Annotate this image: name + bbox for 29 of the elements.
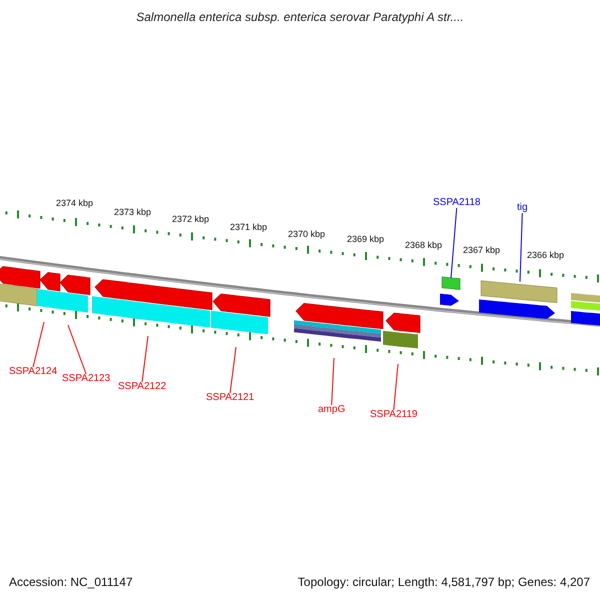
scale-label: 2370 kbp — [288, 230, 326, 239]
gene-bar — [480, 280, 558, 304]
gene-label: SSPA2118 — [433, 198, 480, 208]
scale-label: 2372 kbp — [172, 215, 210, 224]
gene-label: SSPA2122 — [118, 382, 166, 392]
gene-bar — [442, 276, 460, 290]
gene-label: SSPA2123 — [62, 374, 110, 384]
gene-label: ampG — [318, 405, 346, 415]
scale-label: 2374 kbp — [56, 199, 94, 208]
footer-text: Topology: circular; Length: 4,581,797 bp; Genes: 4,207 — [298, 576, 590, 588]
leader-line — [393, 364, 398, 410]
scale-label: 2373 kbp — [114, 208, 152, 217]
scale-label: 2367 kbp — [463, 246, 500, 255]
gene-label: tig — [517, 203, 528, 213]
gene-label: SSPA2121 — [206, 393, 254, 403]
scale-label: 2366 kbp — [527, 251, 564, 260]
leader-line — [520, 212, 523, 282]
leader-line — [142, 336, 148, 382]
scale-label: 2369 kbp — [347, 235, 384, 244]
scale-label: 2368 kbp — [405, 241, 442, 250]
gene-label: SSPA2124 — [9, 367, 58, 377]
leader-line — [32, 322, 44, 368]
scale-label: 2371 kbp — [230, 223, 268, 232]
leader-line — [230, 346, 236, 394]
leader-line — [331, 358, 334, 406]
footer-text: Accession: NC_011147 — [9, 576, 133, 588]
gene-label: SSPA2119 — [370, 410, 418, 420]
map-title: Salmonella enterica subsp. enterica serovar Paratyphi A str.... — [135, 11, 465, 23]
leader-line — [68, 324, 87, 374]
